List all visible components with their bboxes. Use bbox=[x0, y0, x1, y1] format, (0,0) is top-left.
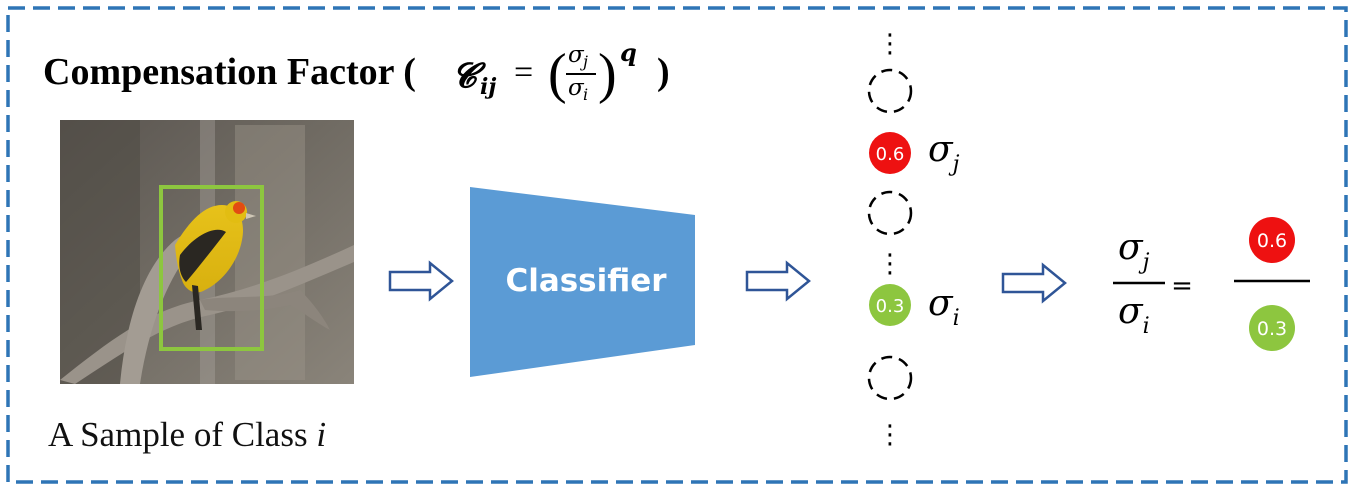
circle-node-icon bbox=[867, 68, 913, 114]
bird-photo bbox=[60, 120, 354, 384]
sigma-i-sub: i bbox=[952, 306, 960, 331]
formula-paren-close: ) bbox=[598, 43, 617, 105]
formula-den-sub: i bbox=[583, 85, 589, 104]
right-arrow-icon bbox=[745, 260, 811, 302]
ratio-den-sigma: σ bbox=[1118, 291, 1143, 332]
vertical-dots-top: ⋮ bbox=[877, 29, 903, 59]
outer-border bbox=[6, 6, 1348, 484]
circle-node-icon bbox=[867, 190, 913, 236]
classifier-label: Classifier bbox=[505, 263, 667, 299]
value-den: 0.3 bbox=[1257, 318, 1287, 340]
bounding-box bbox=[159, 185, 264, 351]
ratio-equals: = bbox=[1171, 271, 1193, 301]
formula-num-sigma: σ bbox=[568, 42, 584, 68]
ratio-denominator: σi bbox=[1118, 290, 1150, 339]
right-arrow-icon bbox=[388, 260, 454, 302]
right-arrow-icon bbox=[1001, 262, 1067, 304]
ratio-num-sigma: σ bbox=[1118, 227, 1143, 268]
sigma-j-label: σj bbox=[928, 128, 959, 177]
formula-lhs-sub: ij bbox=[480, 74, 497, 100]
value-num: 0.6 bbox=[1257, 230, 1287, 252]
sigma-i-symbol: σ bbox=[928, 283, 953, 324]
node-i bbox=[869, 284, 911, 326]
node-j bbox=[869, 132, 911, 174]
caption-text: A Sample of Class bbox=[48, 415, 317, 454]
node-i-value: 0.3 bbox=[876, 296, 905, 317]
sigma-i-label: σi bbox=[928, 282, 960, 331]
node-j-value: 0.6 bbox=[876, 144, 905, 165]
sample-caption: A Sample of Class i bbox=[48, 415, 326, 455]
formula-close: ) bbox=[657, 51, 670, 93]
caption-class-var: i bbox=[316, 415, 327, 454]
sigma-j-sub: j bbox=[952, 152, 960, 177]
ratio-numerator: σj bbox=[1118, 226, 1149, 275]
formula-fraction-bar bbox=[566, 73, 596, 75]
page-title: Compensation Factor ( bbox=[43, 50, 416, 94]
ratio-num-sub: j bbox=[1142, 250, 1150, 275]
title-formula: 𝓒 ij = ( σ j σ i ) q ) bbox=[452, 38, 692, 112]
formula-paren-open: ( bbox=[548, 43, 567, 105]
formula-exponent: q bbox=[620, 38, 637, 67]
value-num-node bbox=[1249, 217, 1295, 263]
vertical-dots-mid: ⋮ bbox=[877, 249, 903, 279]
formula-lhs: 𝓒 bbox=[452, 56, 477, 96]
sigma-j-symbol: σ bbox=[928, 129, 953, 170]
formula-num-sub: j bbox=[583, 52, 588, 71]
classifier-block bbox=[470, 187, 695, 377]
value-den-node bbox=[1249, 305, 1295, 351]
title-text: Compensation Factor ( bbox=[43, 51, 416, 93]
ratio-den-sub: i bbox=[1142, 314, 1150, 339]
circle-node-icon bbox=[867, 355, 913, 401]
vertical-dots-bottom: ⋮ bbox=[877, 420, 903, 450]
formula-den-sigma: σ bbox=[568, 75, 584, 101]
formula-eq: = bbox=[514, 54, 534, 91]
